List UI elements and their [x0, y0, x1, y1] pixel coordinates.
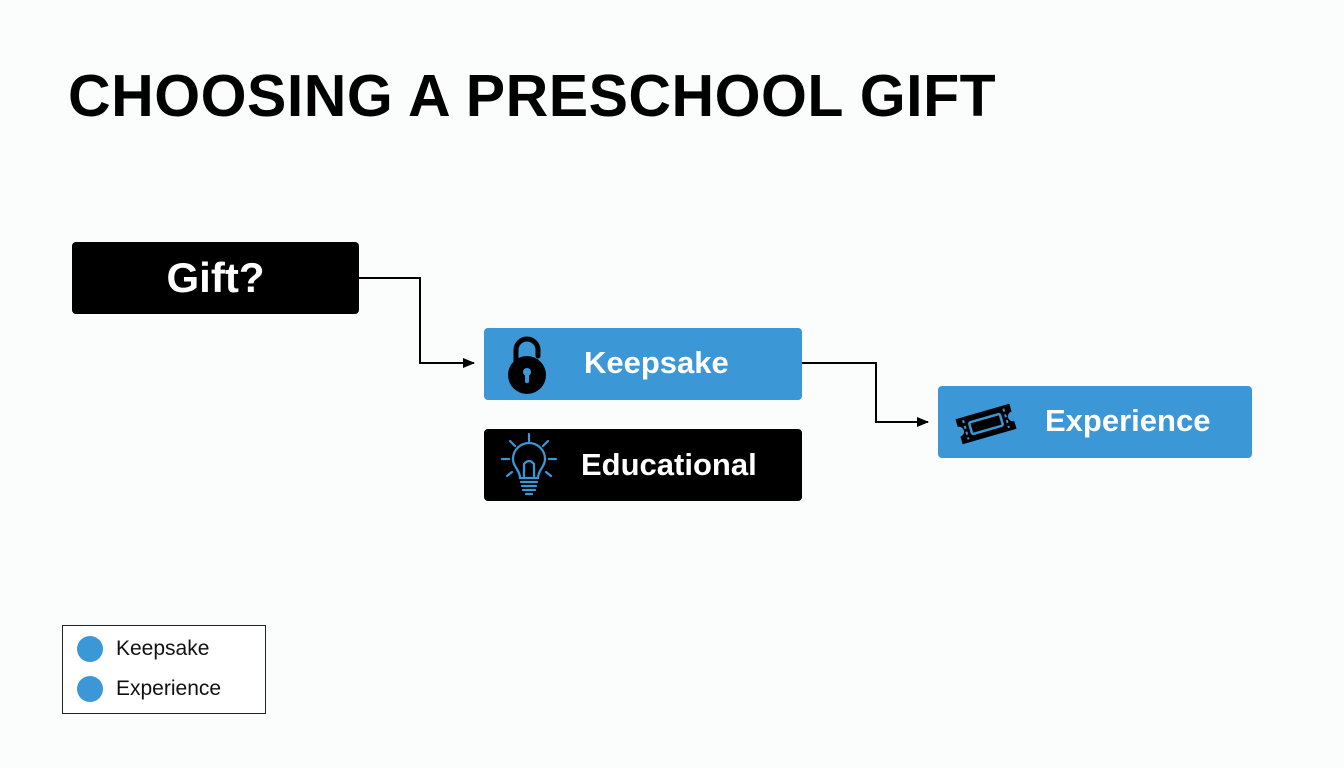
ticket-icon [948, 399, 1024, 457]
node-gift-label: Gift? [166, 254, 265, 301]
edge-gift-to-keepsake [359, 277, 475, 368]
node-keepsake[interactable]: Keepsake [484, 328, 802, 400]
node-experience[interactable]: Experience [938, 386, 1252, 458]
legend-swatch-keepsake [77, 636, 103, 662]
edge-keepsake-to-experience [802, 362, 929, 427]
legend: Keepsake Experience [62, 625, 266, 714]
diagram-title: CHOOSING A PRESCHOOL GIFT [68, 63, 997, 129]
node-educational-label: Educational [581, 447, 757, 482]
legend-item-experience: Experience [77, 676, 221, 702]
node-educational[interactable]: Educational [484, 429, 802, 501]
legend-swatch-experience [77, 676, 103, 702]
legend-label-experience: Experience [116, 677, 222, 700]
legend-label-keepsake: Keepsake [116, 637, 210, 660]
lightbulb-icon [498, 432, 560, 506]
node-gift[interactable]: Gift? [72, 242, 359, 314]
node-experience-label: Experience [1045, 403, 1211, 438]
legend-item-keepsake: Keepsake [77, 636, 209, 662]
padlock-icon [504, 332, 550, 404]
node-keepsake-label: Keepsake [584, 345, 729, 380]
